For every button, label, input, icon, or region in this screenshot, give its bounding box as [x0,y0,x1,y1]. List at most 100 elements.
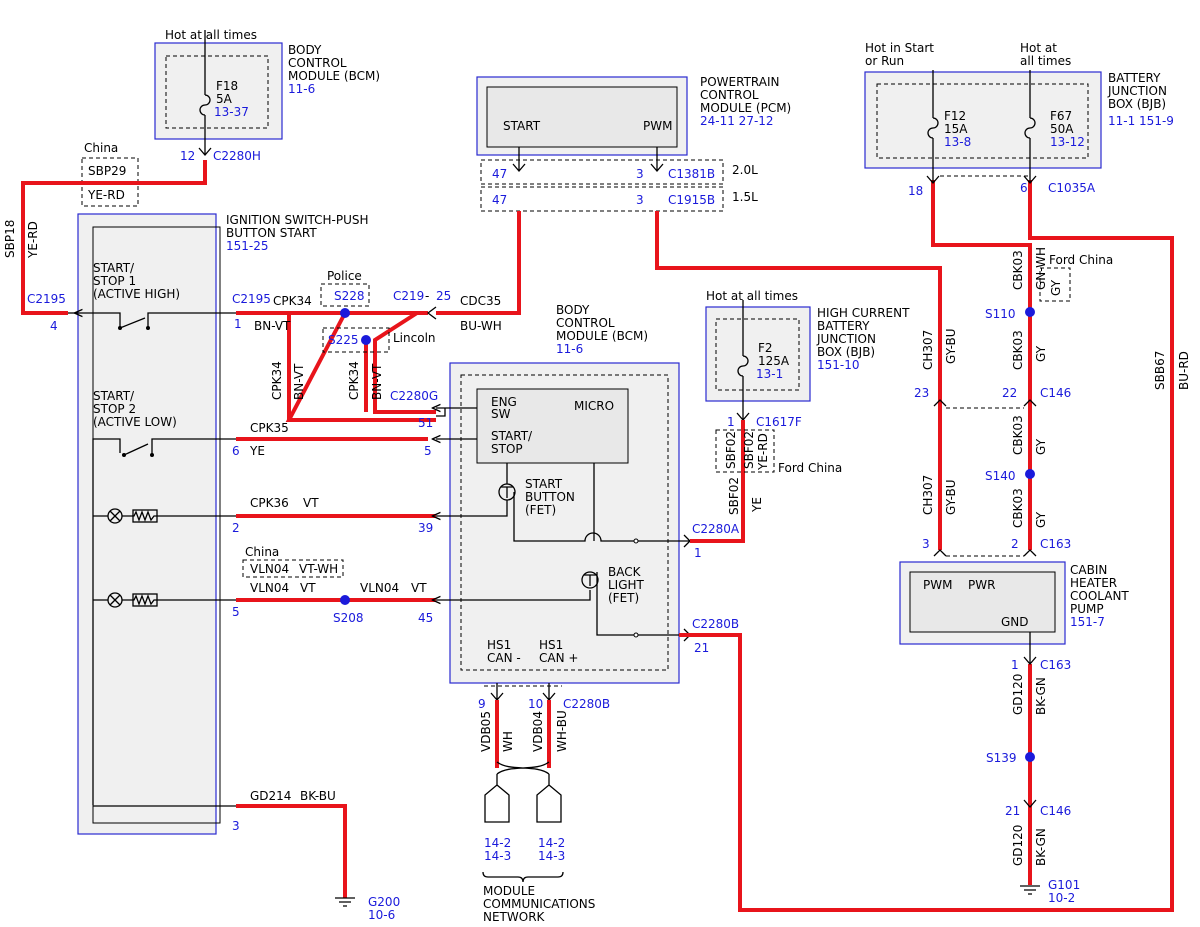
bcm-top-fuse: F18 [216,79,238,93]
pump-title-4: PUMP [1070,602,1104,616]
c2280g-label: C2280G [390,389,438,403]
can-ref1b: 14-3 [484,849,511,863]
bcm-top-ref: 11-6 [288,82,315,96]
pin5b-label: 5 [232,605,240,619]
bcm-top-title-3: MODULE (BCM) [288,69,380,83]
gy-b: GY [1034,345,1048,362]
vta-label: VT [300,581,316,595]
c2280b-label: C2280B [692,617,739,631]
pump-gnd: GND [1001,615,1029,629]
bcm-mid-title-3: MODULE (BCM) [556,329,648,343]
pin22: 22 [1002,386,1017,400]
pin51-label: 51 [418,416,433,430]
pin45-label: 45 [418,611,433,625]
sbb67: SBB67 [1153,351,1167,390]
s225-label: S225 [328,333,359,347]
ch307a: CH307 [921,330,935,370]
right-wire-labels: CBK03 GN-WH GY Ford China S110 CBK03 GY … [914,247,1191,551]
lincoln-label: Lincoln [393,331,436,345]
bjb-a12: 15A [944,122,968,136]
can-whbu: WH-BU [555,710,569,752]
bkbu-label: BK-BU [300,789,336,803]
cpk36-label: CPK36 [250,496,289,510]
bcm-startbtn-3: (FET) [525,503,556,517]
pcm-pin47b: 47 [492,193,507,207]
pump-ref: 151-7 [1070,615,1105,629]
coolant-pump-module: PWM PWR GND CABIN HEATER COOLANT PUMP 15… [899,549,1129,905]
hcbjb-sbf02b: SBF02 [742,431,756,469]
can-vdb04: VDB04 [531,711,545,752]
pcm-pin3b: 3 [636,193,644,207]
left-wire-labels: C2195 1 CPK34 BN-VT Police S228 S225 Lin… [232,269,502,922]
pin6-label: 6 [232,444,240,458]
hcbjb-title-1: HIGH CURRENT [817,306,910,320]
pcm-title-1: POWERTRAIN [700,75,780,89]
wire-gd214 [236,804,347,898]
ford-china-right: Ford China [1049,253,1113,267]
bcm-startbtn-1: START [525,477,563,491]
hcbjb-pin: 1 [727,415,735,429]
bjb-pin6: 6 [1020,181,1028,195]
bcm-top-pin: 12 [180,149,195,163]
pcm-pwm: PWM [643,119,672,133]
stop2-line2: STOP 2 [93,402,136,416]
wire-bnvt-loop [373,311,436,414]
pcm-pin3a: 3 [636,167,644,181]
bjb-hot2-1: Hot at [1020,41,1057,55]
pin3-right: 3 [922,537,930,551]
c2280b-pin: 21 [694,641,709,655]
ignition-ref: 151-25 [226,239,269,253]
cpk34-label: CPK34 [273,294,312,308]
wire-sbf02 [690,420,745,543]
pin3-label: 3 [232,819,240,833]
bjb-f67: F67 [1050,109,1072,123]
ground-g200-icon [335,897,355,907]
hcbjb-amp: 125A [758,354,790,368]
hc-bjb-module: Hot at all times F2 125A 13-1 HIGH CURRE… [690,289,910,543]
stop1-line3: (ACTIVE HIGH) [93,287,180,301]
pin39-label: 39 [418,521,433,535]
pcm-start: START [503,119,541,133]
pump-title-3: COOLANT [1070,589,1129,603]
wire-cbk03 [931,180,1032,550]
burd: BU-RD [1177,351,1191,390]
ignition-title-1: IGNITION SWITCH-PUSH [226,213,369,227]
bcm-hs1b-2: CAN + [539,651,578,665]
gybu-a: GY-BU [944,328,958,364]
pump-s139: S139 [986,751,1017,765]
pin1-label: 1 [234,317,242,331]
bjb-title-1: BATTERY [1108,71,1161,85]
bjb-ref: 11-1 151-9 [1108,114,1174,128]
cdc35-label: CDC35 [460,294,501,308]
bcm-top-title-2: CONTROL [288,56,347,70]
pump-pwm: PWM [923,578,952,592]
cpk35-label: CPK35 [250,421,289,435]
c219-dash: - [425,289,429,303]
bcm-hs1b-1: HS1 [539,638,563,652]
pump-gd120b: GD120 [1011,825,1025,866]
pcm-var-b: 1.5L [732,190,758,204]
bcm-top-fuse-ref: 13-37 [214,105,249,119]
splice-s140 [1025,469,1035,479]
hcbjb-fuse-ref: 13-1 [756,367,783,381]
bjb-module: Hot in Start or Run Hot at all times F12… [864,41,1174,198]
g200-label: G200 [368,895,400,909]
gd214-label: GD214 [250,789,291,803]
s140-label: S140 [985,469,1016,483]
pump-bkgn-a: BK-GN [1034,677,1048,715]
c2280a-pin: 1 [694,546,702,560]
bcm-hs1a-2: CAN - [487,651,521,665]
vln04a-label: VLN04 [250,581,289,595]
bcm-backlight-3: (FET) [608,591,639,605]
bjb-hot2-2: all times [1020,54,1071,68]
splice-s225 [361,335,371,345]
ground-g101-icon [1020,885,1040,895]
c2195-label: C2195 [232,292,271,306]
china1-label: China [84,141,118,155]
wire-sbp18 [21,160,207,315]
cpk34-v1: CPK34 [270,361,284,400]
s110-label: S110 [985,307,1016,321]
bjb-conn: C1035A [1048,181,1096,195]
ch307b: CH307 [921,475,935,515]
